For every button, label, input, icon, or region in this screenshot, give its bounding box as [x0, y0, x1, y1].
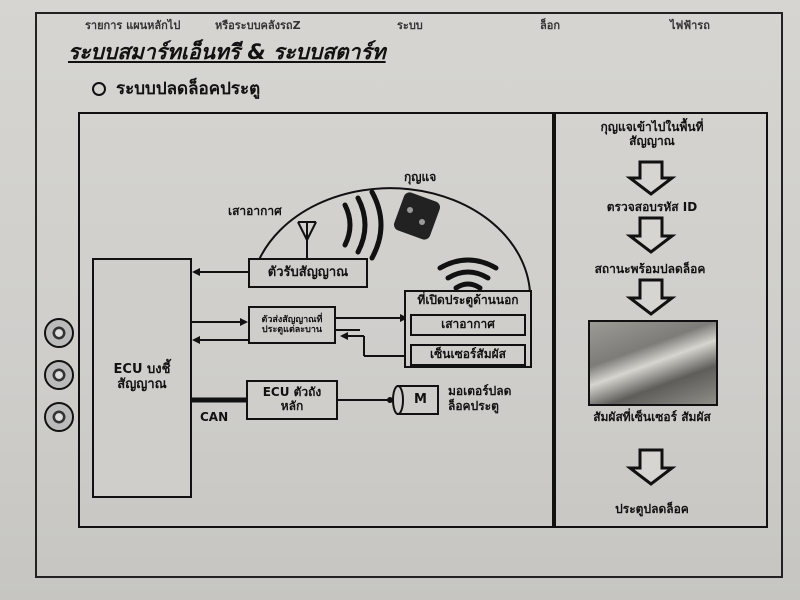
flow-step-4: สัมผัสที่เซ็นเซอร์ สัมผัส — [593, 410, 711, 424]
bullet-icon — [92, 82, 106, 96]
header-col2: หรือระบบคลังรถZ — [215, 19, 301, 32]
antenna-icon — [297, 221, 317, 258]
flow-step-2: ตรวจสอบรหัส ID — [606, 200, 698, 214]
header-col5: ไฟฟ้ารถ — [670, 19, 710, 32]
binder-hole-icon — [44, 318, 74, 348]
antenna-label: เสาอากาศ — [228, 204, 282, 218]
section-subtitle: ระบบปลดล็อคประตู — [92, 75, 260, 102]
key-label: กุญแจ — [404, 170, 437, 184]
transmitter-box: ตัวส่งสัญญาณที่ ประตูแต่ละบาน — [248, 306, 336, 344]
can-label: CAN — [200, 410, 229, 424]
diagram-divider — [552, 112, 556, 528]
ecu-main-box: ECU บงชี้ สัญญาณ — [92, 258, 192, 498]
header-col1: รายการ แผนหลักไป — [85, 19, 181, 32]
page-frame — [35, 12, 783, 578]
receiver-label: ตัวรับสัญญาณ — [267, 264, 349, 280]
motor-icon — [392, 385, 439, 415]
door-antenna-label: เสาอากาศ — [441, 317, 495, 332]
page-title: ระบบสมาร์ทเอ็นทรี & ระบบสตาร์ท — [68, 40, 386, 64]
header-col3: ระบบ — [397, 19, 423, 32]
motor-label: มอเตอร์ปลด ล็อคประตู — [448, 384, 512, 413]
flow-step-1: กุญแจเข้าไปในพื้นที่ สัญญาณ — [600, 120, 704, 149]
signal-waves-icon — [342, 189, 384, 261]
flow-arrows — [625, 160, 677, 486]
ecu-lock-label: ECU ตัวถัง หลัก — [262, 385, 322, 413]
door-waves-icon — [437, 257, 499, 291]
touch-sensor-label: เซ็นเซอร์สัมผัส — [430, 347, 506, 362]
flow-step-5: ประตูปลดล็อค — [615, 502, 689, 516]
transmitter-label: ตัวส่งสัญญาณที่ ประตูแต่ละบาน — [261, 314, 323, 335]
diagram-frame — [78, 112, 768, 528]
key-fob-icon — [393, 192, 441, 240]
ecu-main-label: ECU บงชี้ สัญญาณ — [113, 362, 171, 392]
signal-range-arc — [257, 187, 531, 293]
ecu-lock-box: ECU ตัวถัง หลัก — [246, 380, 338, 420]
binder-hole-icon — [44, 402, 74, 432]
door-opener-label: ที่เปิดประตูด้านนอก — [417, 293, 519, 307]
touch-sensor-photo — [588, 320, 718, 406]
receiver-box: ตัวรับสัญญาณ — [248, 258, 368, 288]
header-col4: ล็อก — [540, 19, 561, 32]
binder-holes — [44, 318, 78, 444]
touch-sensor-box: เซ็นเซอร์สัมผัส — [410, 344, 526, 366]
motor-symbol: M — [414, 392, 427, 407]
header-row: รายการ แผนหลักไป หรือระบบคลังรถZ ระบบ ล็… — [85, 16, 745, 32]
subtitle-text: ระบบปลดล็อคประตู — [116, 79, 261, 99]
binder-hole-icon — [44, 360, 74, 390]
door-antenna-box: เสาอากาศ — [410, 314, 526, 336]
flow-step-3: สถานะพร้อมปลดล็อค — [594, 262, 706, 276]
